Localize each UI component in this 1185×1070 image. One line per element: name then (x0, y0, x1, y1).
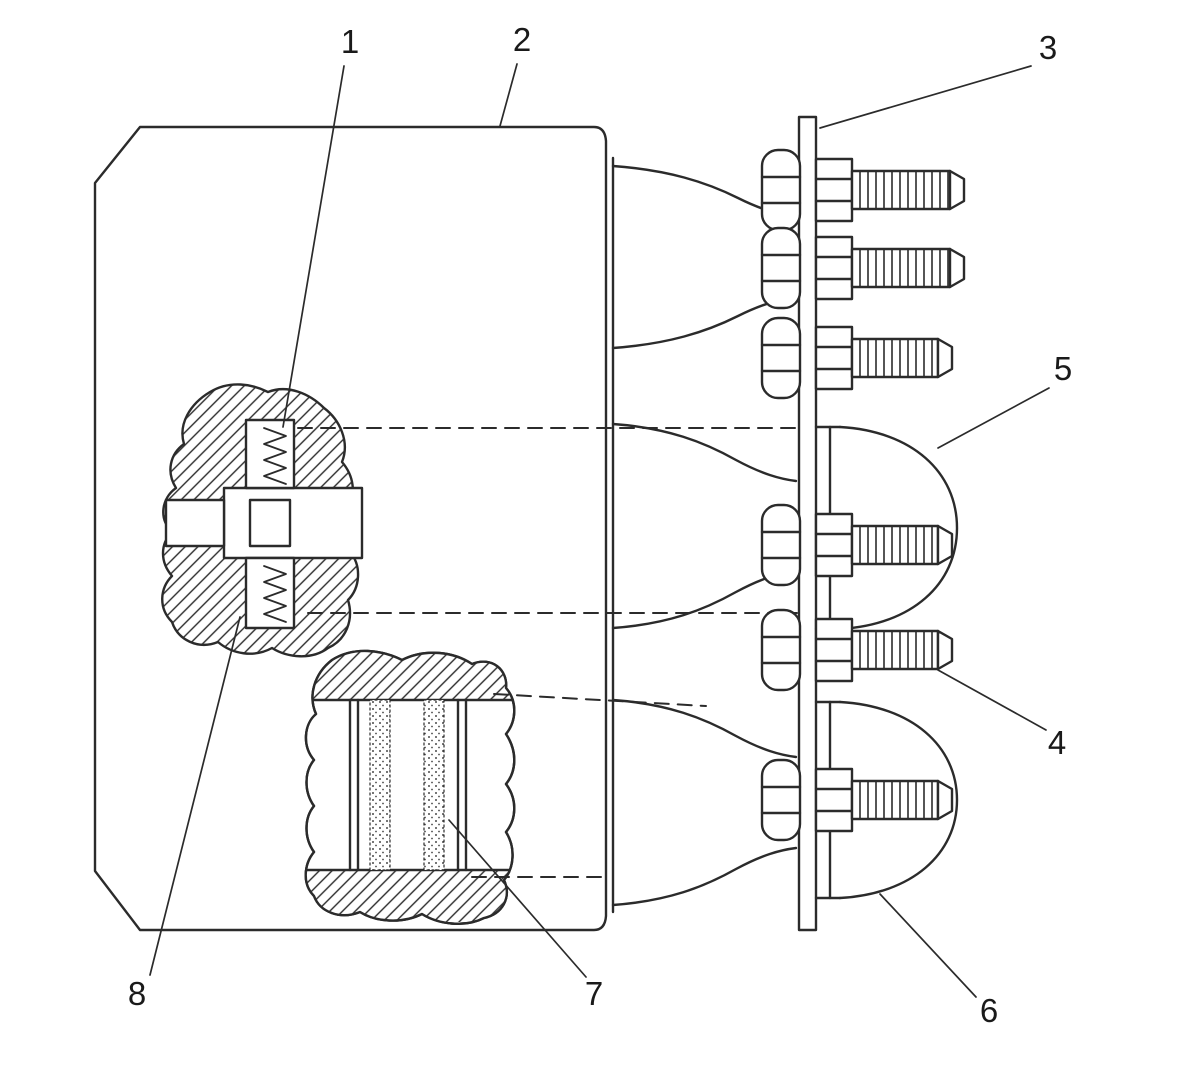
callout-7: 7 (585, 975, 603, 1012)
upper-spring (263, 427, 287, 485)
washer-stack (760, 608, 802, 692)
callout-8: 8 (128, 975, 146, 1012)
filter-bottom-hatch-band (305, 870, 515, 922)
mounting-plate (797, 115, 818, 932)
leader-line-4 (937, 669, 1047, 731)
leader-lines (149, 63, 1050, 998)
filter-section (304, 649, 516, 925)
leader-line-1 (282, 65, 345, 428)
bolt (814, 767, 954, 833)
valve-section (161, 383, 364, 658)
washer-stack (760, 148, 802, 232)
washer-stack (760, 503, 802, 587)
filter-element-strip (369, 699, 391, 871)
bolt (814, 235, 966, 301)
washer-stack (760, 316, 802, 400)
upper-spring-cavity (244, 418, 296, 490)
callout-3: 3 (1039, 29, 1057, 66)
washer-stack (760, 758, 802, 842)
lower-spring (263, 565, 287, 623)
filter-element-strip (423, 699, 445, 871)
callout-6: 6 (980, 992, 998, 1029)
callout-labels: 1 2 3 4 5 6 7 8 (128, 21, 1072, 1029)
hidden-lines (297, 427, 798, 878)
valve-bore (222, 486, 364, 560)
leader-line-3 (819, 65, 1032, 129)
leader-line-6 (879, 893, 977, 998)
valve-spool (248, 498, 292, 548)
bolt (814, 157, 966, 223)
bolt (814, 617, 954, 683)
callout-4: 4 (1048, 724, 1066, 761)
callout-5: 5 (1054, 350, 1072, 387)
washer-stacks (760, 148, 802, 842)
bolt (814, 512, 954, 578)
washer-stack (760, 226, 802, 310)
bolt (814, 325, 954, 391)
leader-line-7 (448, 819, 587, 978)
leader-line-5 (937, 387, 1050, 449)
leader-line-8 (149, 616, 241, 976)
valve-inlet (164, 498, 226, 548)
callout-1: 1 (341, 23, 359, 60)
callout-2: 2 (513, 21, 531, 58)
bolts (814, 157, 966, 833)
leader-line-2 (499, 63, 518, 127)
